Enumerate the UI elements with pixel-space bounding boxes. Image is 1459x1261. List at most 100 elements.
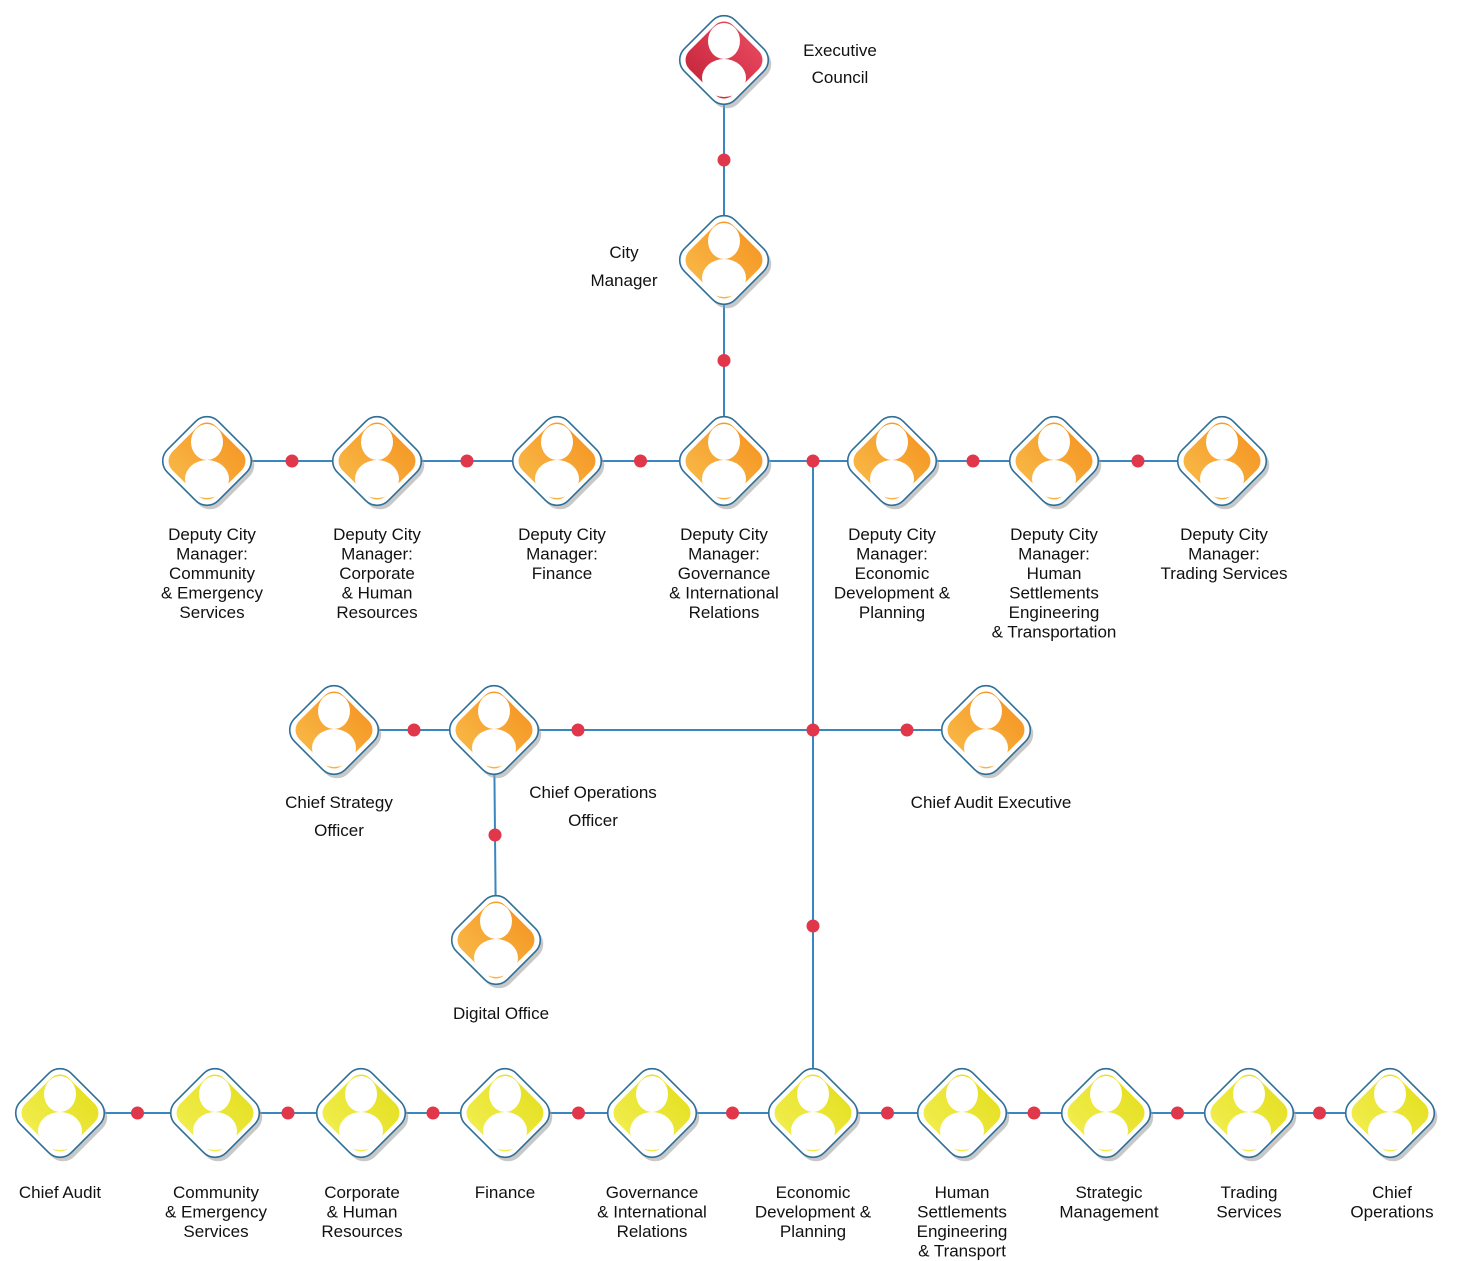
node-dcm-human-settlements[interactable] [1003,410,1108,516]
person-icon [38,1076,82,1150]
node-dept-chief-operations[interactable] [1339,1062,1444,1168]
connector-dept-economic-to-dept-human-settlements-dot [881,1106,894,1120]
connector-dcm-human-settlements-to-dcm-trading-dot [1131,454,1145,468]
label-line: & Human [327,1203,398,1222]
label-line: Corporate [324,1183,400,1202]
node-dept-governance[interactable] [601,1062,706,1168]
label-line: Operations [1350,1203,1433,1222]
label-line: Deputy City [680,525,768,544]
label-line: & International [669,584,779,603]
node-chief-strategy[interactable] [283,679,388,785]
label-line: Manager [590,271,657,290]
connector-chief-operations-to-chief-audit-executive-dot-right [900,723,914,737]
node-chief-audit-executive[interactable] [935,679,1040,785]
label-line: Economic [776,1183,851,1202]
node-dcm-finance[interactable] [506,410,611,516]
person-icon [630,1076,674,1150]
node-executive-council[interactable] [673,9,778,115]
connector-dcm-governance-to-dept-economic-dot-low [806,919,820,933]
label-line: Relations [689,603,760,622]
node-dept-strategic[interactable] [1055,1062,1160,1168]
person-icon [1200,424,1244,498]
node-dept-human-settlements[interactable] [911,1062,1016,1168]
label-line: Planning [859,603,925,622]
label-line: Settlements [1009,584,1099,603]
connector-dcm-finance-to-dcm-governance-dot [634,454,647,468]
node-dept-trading[interactable] [1198,1062,1303,1168]
connector-dcm-governance-to-dept-economic-dot-mid [806,723,820,737]
label-line: Chief Audit Executive [911,793,1072,812]
person-icon [1032,424,1076,498]
label-line: Human [935,1183,990,1202]
person-icon [483,1076,527,1150]
label-line: Deputy City [518,525,606,544]
person-icon [940,1076,984,1150]
label-line: Chief [1372,1183,1412,1202]
node-dept-finance[interactable] [454,1062,559,1168]
person-icon [312,693,356,767]
label-line: & International [597,1203,707,1222]
label-line: Settlements [917,1203,1007,1222]
node-dept-community[interactable] [164,1062,269,1168]
label-line: & Human [342,584,413,603]
label-line: Executive [803,41,877,60]
node-dcm-economic[interactable] [841,410,946,516]
person-icon [474,903,518,977]
connector-chief-strategy-to-chief-operations-dot [407,723,421,737]
node-dcm-corporate[interactable] [326,410,431,516]
connector-dept-chief-audit-to-dept-community-dot [131,1106,144,1120]
node-dcm-governance[interactable] [673,410,778,516]
label-line: Human [1027,564,1082,583]
label-line: Governance [678,564,771,583]
label-line: Services [179,603,244,622]
node-chief-operations[interactable] [443,679,548,785]
label-line: Strategic [1075,1183,1143,1202]
connector-dept-corporate-to-dept-finance-dot [426,1106,440,1120]
label-line: Deputy City [333,525,421,544]
label-line: & Emergency [161,584,264,603]
node-digital-office[interactable] [445,889,550,995]
connector-dots [131,153,1326,1120]
label-line: Deputy City [1180,525,1268,544]
connector-dept-human-settlements-to-dept-strategic-dot [1027,1106,1041,1120]
label-line: City [609,243,639,262]
label-line: Management [1059,1203,1159,1222]
label-dept-finance: Finance [475,1183,535,1202]
label-line: Engineering [1009,603,1100,622]
label-line: Chief Strategy [285,793,393,812]
node-dept-chief-audit[interactable] [9,1062,114,1168]
connector-chief-operations-to-chief-audit-executive-dot-left [571,723,585,737]
connector-dept-strategic-to-dept-trading-dot [1171,1106,1184,1120]
label-line: Community [173,1183,259,1202]
label-line: Engineering [917,1222,1008,1241]
connector-dcm-community-to-dcm-corporate-dot [285,454,299,468]
label-line: Relations [617,1222,688,1241]
person-icon [355,424,399,498]
label-line: Manager: [688,545,760,564]
label-line: Manager: [341,545,413,564]
node-dcm-trading[interactable] [1171,410,1276,516]
node-city-manager[interactable] [673,209,778,315]
person-icon [193,1076,237,1150]
label-line: Corporate [339,564,415,583]
person-icon [185,424,229,498]
person-icon [964,693,1008,767]
person-icon [1368,1076,1412,1150]
label-digital-office: Digital Office [453,1004,549,1023]
node-dept-corporate[interactable] [310,1062,415,1168]
label-line: Officer [314,821,364,840]
node-dept-economic[interactable] [762,1062,867,1168]
node-dcm-community[interactable] [156,410,261,516]
